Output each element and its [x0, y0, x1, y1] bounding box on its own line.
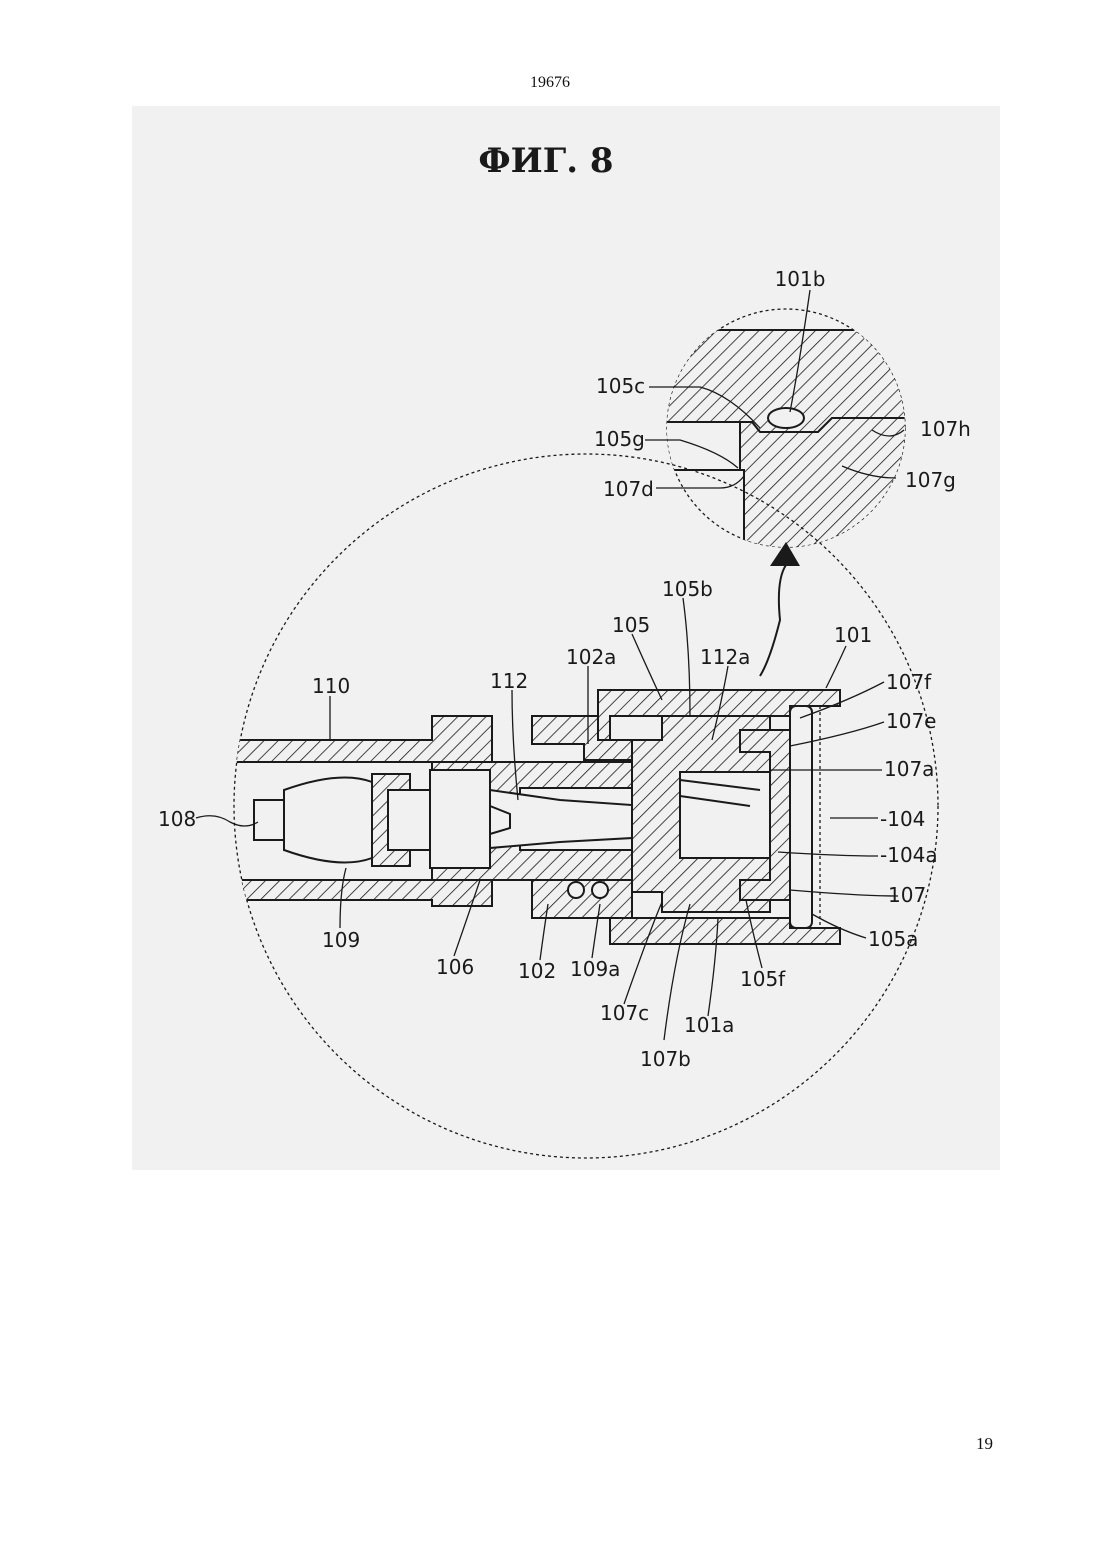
- needle-108: [254, 800, 284, 840]
- fitting-102-upper: [532, 716, 632, 760]
- label-107b: 107b: [640, 1047, 691, 1071]
- label-107d: 107d: [603, 477, 654, 501]
- detail-pointer-arrow: [760, 565, 786, 676]
- label-104a: -104a: [880, 843, 938, 867]
- label-104: -104: [880, 807, 925, 831]
- bore-chamber: [430, 770, 490, 868]
- oring-109a: [568, 882, 584, 898]
- label-105a: 105a: [868, 927, 918, 951]
- label-105: 105: [612, 613, 650, 637]
- detail-view: [660, 309, 910, 676]
- label-102: 102: [518, 959, 556, 983]
- label-107a: 107a: [884, 757, 934, 781]
- label-107h: 107h: [920, 417, 971, 441]
- plug-104: [790, 706, 812, 928]
- label-107f: 107f: [886, 670, 932, 694]
- label-107c: 107c: [600, 1001, 649, 1025]
- label-110: 110: [312, 674, 350, 698]
- label-107g: 107g: [905, 468, 956, 492]
- label-101: 101: [834, 623, 872, 647]
- label-106: 106: [436, 955, 474, 979]
- label-105b: 105b: [662, 577, 713, 601]
- label-105f: 105f: [740, 967, 786, 991]
- label-107e: 107e: [886, 709, 936, 733]
- figure-title: ФИГ. 8: [478, 141, 613, 181]
- label-101b: 101b: [775, 267, 826, 291]
- label-107: 107: [888, 883, 926, 907]
- label-105c: 105c: [596, 374, 645, 398]
- label-112: 112: [490, 669, 528, 693]
- label-112a: 112a: [700, 645, 750, 669]
- main-section-view: [230, 454, 938, 1158]
- label-105g: 105g: [594, 427, 645, 451]
- label-101a: 101a: [684, 1013, 734, 1037]
- detail-bead: [768, 408, 804, 428]
- label-102a: 102a: [566, 645, 616, 669]
- label-109a: 109a: [570, 957, 620, 981]
- label-109: 109: [322, 928, 360, 952]
- label-108: 108: [158, 807, 196, 831]
- page-number: 19: [976, 1434, 993, 1454]
